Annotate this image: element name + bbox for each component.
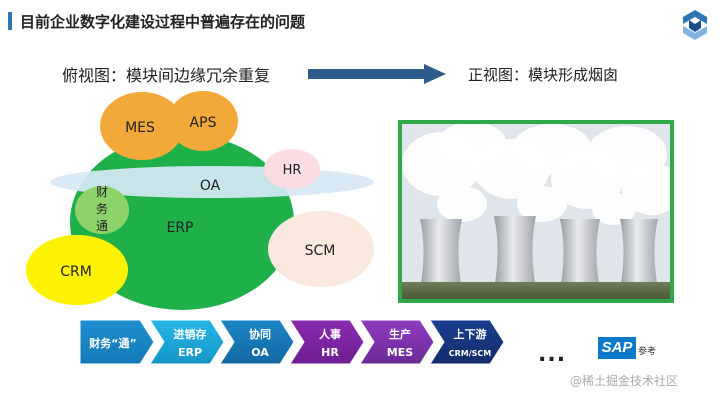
mes-label: MES [125, 120, 155, 136]
chevron-step-2: 进销存 ERP [149, 319, 225, 365]
chevron-label-line1: 财务“通” [88, 336, 136, 350]
chevron-step-4: 人事 HR [289, 319, 365, 365]
watermark: @稀土掘金技术社区 [570, 374, 679, 388]
hr-label: HR [283, 163, 302, 178]
chevron-label-line1: 生产 [389, 327, 411, 341]
company-logo-icon [683, 10, 707, 40]
aps-label: APS [190, 115, 217, 131]
sap-logo: SAP [598, 337, 636, 359]
chevron-label-line1: 协同 [249, 327, 271, 341]
chevron-step-5: 生产 MES [359, 319, 435, 365]
finance-label-2: 务 [96, 201, 108, 216]
scm-circle [268, 211, 374, 287]
top-view-label: 俯视图：模块间边缘冗余重复 [62, 66, 271, 85]
front-view-label: 正视图：模块形成烟囱 [468, 66, 619, 84]
ellipsis-text: ... [538, 342, 567, 367]
page-title: 目前企业数字化建设过程中普遍存在的问题 [20, 13, 306, 31]
erp-label: ERP [166, 220, 193, 236]
chevron-label-line2: MES [387, 346, 413, 359]
oa-label: OA [200, 178, 221, 194]
chevron-step-3: 协同 OA [219, 319, 295, 365]
chevron-label-line2: HR [321, 346, 339, 359]
chevron-label-line1: 人事 [319, 327, 341, 341]
module-chevron-flow: 财务“通” 进销存 ERP 协同 OA 人事 HR 生产 MES 上下游 CRM/SCM [80, 319, 505, 365]
chevron-shape [219, 319, 295, 365]
chevron-shape [80, 319, 155, 365]
chevron-step-6: 上下游 CRM/SCM [429, 319, 505, 365]
chevron-label-line1: 上下游 [454, 327, 487, 341]
chevron-shape [429, 319, 505, 365]
chevron-shape [289, 319, 365, 365]
chevron-step-1: 财务“通” [80, 319, 155, 365]
mes-circle [100, 92, 184, 160]
cooling-towers-image [402, 124, 670, 299]
aps-circle [168, 91, 238, 151]
chevron-label-line2: OA [251, 346, 269, 359]
chevron-label-line2: ERP [178, 346, 202, 359]
crm-circle [26, 235, 128, 305]
top-view-diagram: MES APS HR OA 财 务 通 ERP SCM CRM [26, 91, 374, 310]
crm-label: CRM [60, 264, 92, 280]
chevron-shape [359, 319, 435, 365]
sap-reference-label: 参考 [638, 347, 657, 357]
title-accent-bar [8, 12, 12, 30]
finance-circle [75, 186, 129, 234]
smokestack-photo [398, 120, 674, 303]
finance-label-3: 通 [96, 219, 108, 233]
right-arrow-icon [308, 64, 446, 84]
scm-label: SCM [305, 243, 336, 259]
chevron-label-line2: CRM/SCM [449, 349, 492, 358]
chevron-label-line1: 进销存 [174, 327, 207, 341]
hr-circle [264, 149, 320, 189]
finance-label-1: 财 [96, 185, 108, 199]
chevron-shape [149, 319, 225, 365]
